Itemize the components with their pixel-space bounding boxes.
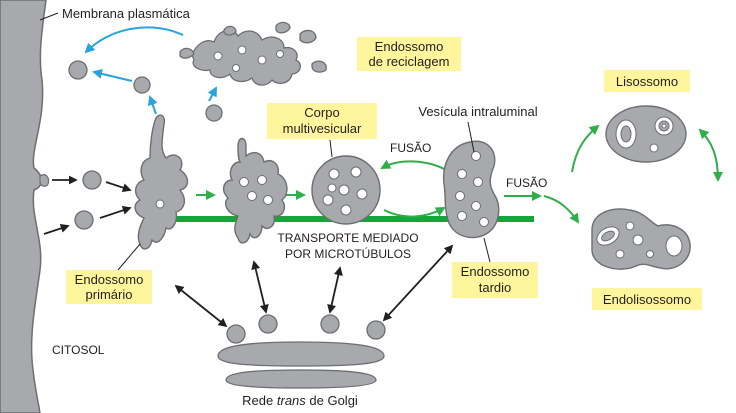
endolysosome-label: Endolisossomo <box>603 292 691 307</box>
lysosome-contents <box>615 116 674 153</box>
blue-arrow <box>207 86 217 102</box>
mvb-label: Corpo <box>304 105 339 120</box>
recycling-vesicle <box>68 60 88 80</box>
mvb-intraluminal-vesicles <box>322 166 368 216</box>
mvb-label-box <box>267 103 377 139</box>
maturing-endosome <box>222 137 288 244</box>
black-arrow <box>174 284 228 328</box>
fusion-label-1: FUSÃO <box>390 141 431 155</box>
black-arrow <box>43 224 70 235</box>
late-endosome-leader <box>483 237 491 263</box>
early-endosome-label: Endossomo <box>75 272 144 287</box>
recycling-endosome-lumens <box>213 45 284 72</box>
early-endosome-leader <box>117 243 141 271</box>
plasma-membrane-label: Membrana plasmática <box>62 6 191 21</box>
mt-transport-label: POR MICROTÚBULOS <box>285 246 411 261</box>
trans-golgi-network <box>217 314 386 389</box>
fusion-arrow <box>380 159 447 171</box>
black-arrow <box>327 266 343 314</box>
black-arrow <box>251 260 269 314</box>
plasma-membrane-leader <box>39 12 59 21</box>
recycling-vesicle <box>133 76 151 94</box>
blue-arrow <box>84 26 184 54</box>
early-endosome <box>134 114 189 250</box>
recycling-endosome-label-box <box>357 37 461 71</box>
green-arrow <box>698 128 723 182</box>
recycling-endosome-label: Endossomo <box>375 39 444 54</box>
early-endosome-label-box <box>66 270 152 304</box>
plasma-membrane-bud <box>39 174 50 187</box>
lysosome-label-box <box>604 70 690 92</box>
recycling-endosome-label: de reciclagem <box>369 54 450 69</box>
late-endosome-vesicles <box>455 151 489 227</box>
mvb-label: multivesicular <box>283 121 362 136</box>
early-endosome-label: primário <box>86 287 133 302</box>
fusion-label-2: FUSÃO <box>506 176 547 190</box>
mt-transport-label: TRANSPORTE MEDIADO <box>277 231 418 245</box>
late-endosome-label: tardio <box>479 280 512 295</box>
recycling-endosome <box>179 21 327 86</box>
blue-arrow <box>147 95 158 115</box>
late-endosome <box>442 140 500 239</box>
late-endosome-label: Endossomo <box>461 264 530 279</box>
cytosol-label: CITOSOL <box>52 343 105 357</box>
endocytic-vesicle <box>82 170 102 190</box>
mvb-leader <box>329 139 333 158</box>
black-arrow <box>105 181 132 192</box>
intraluminal-vesicle-label: Vesícula intraluminal <box>418 104 537 119</box>
black-arrow <box>382 244 454 322</box>
late-endosome-label-box <box>452 262 538 298</box>
early-endosome-lumen <box>155 199 165 209</box>
green-arrow <box>543 195 580 224</box>
plasma-membrane <box>0 0 47 413</box>
recycling-vesicle <box>205 104 223 122</box>
black-arrow <box>99 206 132 219</box>
intraluminal-vesicle-leader <box>467 121 475 153</box>
endocytic-vesicle <box>74 210 94 230</box>
blue-arrow <box>92 68 133 82</box>
endolysosome-contents <box>596 221 683 259</box>
fusion-arrow <box>383 207 446 218</box>
endolysosome-label-box <box>592 288 702 310</box>
lysosome-label: Lisossomo <box>616 74 678 89</box>
golgi-label: Rede trans de Golgi <box>242 393 358 408</box>
maturing-endosome-vesicles <box>239 175 273 205</box>
green-arrow <box>571 124 600 173</box>
